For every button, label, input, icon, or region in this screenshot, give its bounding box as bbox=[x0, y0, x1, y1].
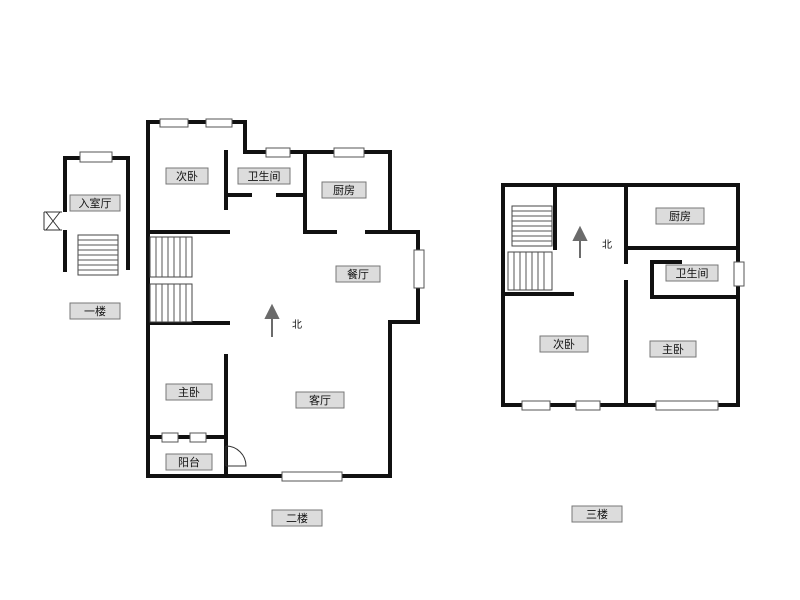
room-label-bg bbox=[295, 391, 345, 409]
room-label-master-bedroom: 主卧 bbox=[662, 343, 684, 356]
floor2-stair-lower-treads bbox=[155, 284, 187, 322]
window bbox=[265, 147, 291, 158]
floor2-north-label: 北 bbox=[292, 319, 302, 331]
floor2-caption-text: 二楼 bbox=[286, 511, 308, 525]
room-label-kitchen: 厨房 bbox=[333, 184, 355, 197]
floor3-room-kitchen: 厨房 bbox=[655, 207, 705, 225]
floor3-walls bbox=[501, 183, 740, 407]
room-label-entrance-hall: 入室厅 bbox=[79, 196, 112, 210]
room-label-bg bbox=[69, 194, 121, 212]
window bbox=[281, 471, 343, 482]
room-label-second-bedroom: 次卧 bbox=[553, 337, 575, 351]
floor3-north-arrow: 北 bbox=[572, 225, 612, 258]
floor3-plan: 北 厨房 卫生间 次卧 主卧 三楼 bbox=[501, 183, 745, 523]
window bbox=[575, 400, 601, 411]
room-label-bg bbox=[237, 167, 291, 185]
caption-bg bbox=[571, 505, 623, 523]
floor2-room-dining: 餐厅 bbox=[335, 265, 381, 283]
room-label-bathroom: 卫生间 bbox=[248, 169, 281, 183]
window bbox=[413, 249, 425, 289]
room-label-bg bbox=[655, 207, 705, 225]
floor2-room-balcony: 阳台 bbox=[165, 453, 213, 471]
room-label-bg bbox=[165, 453, 213, 471]
floor3-stair-lower bbox=[507, 251, 553, 291]
room-label-dining: 餐厅 bbox=[347, 267, 369, 281]
room-label-balcony: 阳台 bbox=[178, 455, 200, 469]
room-label-kitchen: 厨房 bbox=[669, 210, 691, 223]
floor2-stair-upper-treads bbox=[155, 237, 187, 277]
window bbox=[161, 432, 179, 443]
floor2-room-kitchen: 厨房 bbox=[321, 181, 367, 199]
arrow-head-icon bbox=[572, 225, 588, 241]
floor3-stair-upper-treads bbox=[512, 210, 552, 242]
floor2-room-bathroom: 卫生间 bbox=[237, 167, 291, 185]
room-label-master-bedroom: 主卧 bbox=[178, 386, 200, 399]
window bbox=[655, 400, 719, 411]
room-label-bg bbox=[165, 383, 213, 401]
caption-bg bbox=[69, 302, 121, 320]
floor1-plan: 入室厅 一楼 bbox=[43, 151, 130, 320]
floor1-caption-text: 一楼 bbox=[84, 304, 106, 318]
room-label-living: 客厅 bbox=[309, 393, 331, 407]
floor2-windows bbox=[159, 118, 425, 482]
caption-bg bbox=[271, 509, 323, 527]
room-label-bg bbox=[649, 340, 697, 358]
floor2-balcony-door bbox=[225, 445, 247, 467]
floor2-room-second-bedroom: 次卧 bbox=[165, 167, 209, 185]
room-label-bg bbox=[335, 265, 381, 283]
arrow-head-icon bbox=[264, 303, 280, 319]
floor3-caption-text: 三楼 bbox=[586, 507, 608, 521]
floor1-window bbox=[79, 151, 113, 163]
window bbox=[159, 118, 189, 128]
floor2-room-living: 客厅 bbox=[295, 391, 345, 409]
room-label-bg bbox=[539, 335, 589, 353]
window bbox=[333, 147, 365, 158]
room-label-bg bbox=[321, 181, 367, 199]
window bbox=[189, 432, 207, 443]
room-label-bg bbox=[665, 264, 719, 282]
floor2-plan: 北 次卧 卫生间 厨房 餐厅 主卧 客厅 阳台 bbox=[146, 118, 425, 527]
room-label-bg bbox=[165, 167, 209, 185]
floor1-room-entrance-hall: 入室厅 bbox=[69, 194, 121, 212]
floor1-caption: 一楼 bbox=[69, 302, 121, 320]
window bbox=[521, 400, 551, 411]
floor3-room-second-bedroom: 次卧 bbox=[539, 335, 589, 353]
floor3-stair-lower-treads bbox=[513, 252, 545, 290]
floor2-caption: 二楼 bbox=[271, 509, 323, 527]
floor3-caption: 三楼 bbox=[571, 505, 623, 523]
floor2-stair-upper bbox=[149, 236, 193, 278]
floor3-windows bbox=[521, 261, 745, 411]
floor1-stair-treads bbox=[78, 239, 118, 271]
window bbox=[205, 118, 233, 128]
room-label-bathroom: 卫生间 bbox=[676, 266, 709, 280]
floor1-entrance-door bbox=[43, 211, 62, 231]
floor2-room-master-bedroom: 主卧 bbox=[165, 383, 213, 401]
room-label-second-bedroom: 次卧 bbox=[176, 169, 198, 183]
window bbox=[733, 261, 745, 287]
floor3-room-bathroom: 卫生间 bbox=[665, 264, 719, 282]
floor3-north-label: 北 bbox=[602, 239, 612, 251]
floor3-room-master-bedroom: 主卧 bbox=[649, 340, 697, 358]
floor2-north-arrow: 北 bbox=[264, 303, 302, 337]
floor2-stair-lower bbox=[149, 283, 193, 323]
